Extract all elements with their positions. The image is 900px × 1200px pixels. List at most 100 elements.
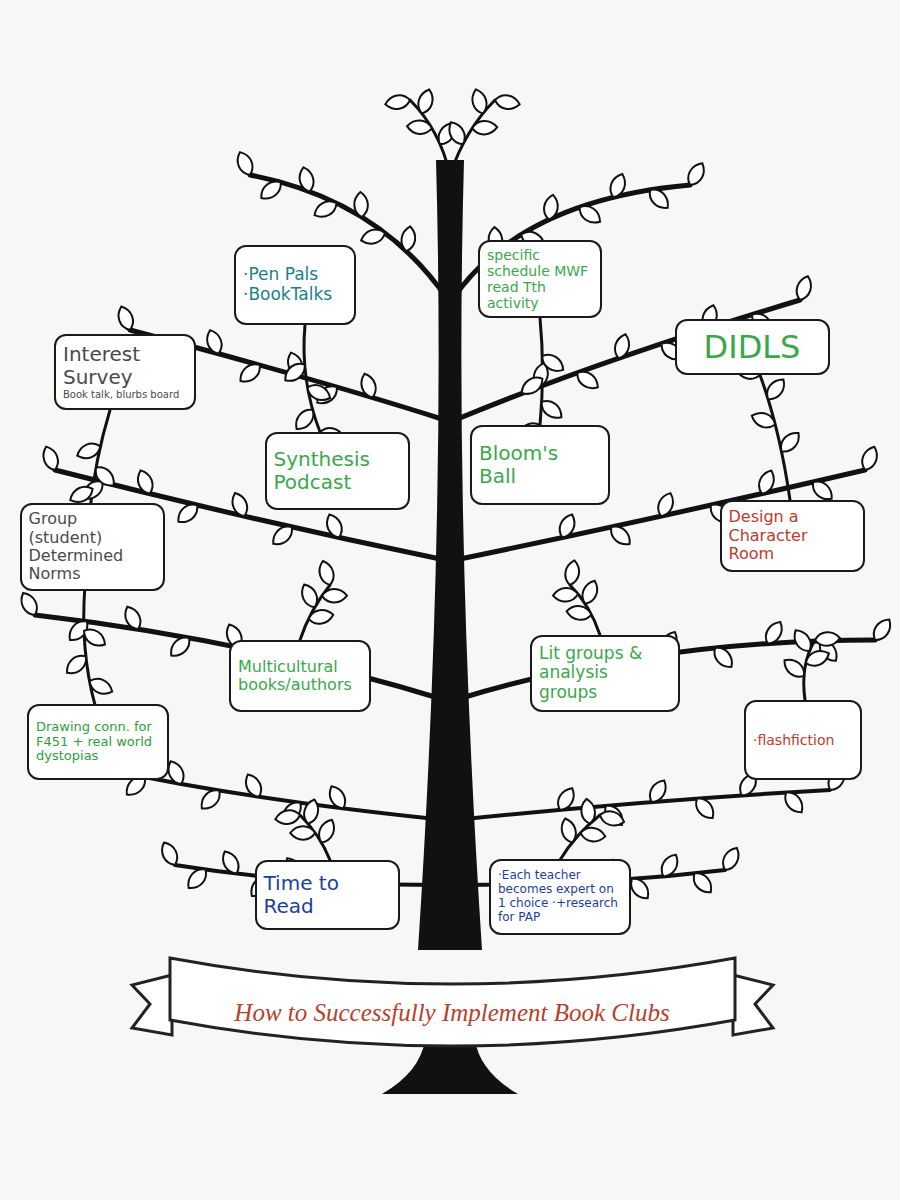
tree-leaf [539,350,567,375]
tree-leaf [311,197,339,221]
tree-leaf [749,409,777,430]
tree-leaf [763,375,789,403]
box-note: Book talk, blurbs board [63,389,187,401]
tree-leaf [384,93,411,111]
title-ribbon [170,958,735,1046]
tree-leaf [556,512,578,540]
tree-leaf [494,93,521,111]
box-text: Multicultural books/authors [238,658,362,695]
tree-trunk [418,160,482,950]
tree-base [382,1040,518,1094]
tree-leaf [87,675,115,698]
tree-leaf [326,783,350,811]
tree-leaf [719,845,743,873]
tree-leaf [689,869,716,897]
tree-leaf [204,328,225,356]
tree-box: Bloom's Ball [470,425,610,505]
box-text: Drawing conn. for F451 + real world dyst… [36,720,160,765]
tree-leaf [17,590,41,618]
tree-leaf [607,172,628,200]
tree-leaf [63,651,91,678]
box-text: ·flashfiction [753,732,853,748]
tree-box: ·Each teacher becomes expert on 1 choice… [489,859,631,935]
tree-leaf [655,491,677,519]
banner-title: How to Successfully Implement Book Clubs [234,999,669,1027]
tree-box: ·flashfiction [744,700,862,780]
tree-leaf [274,808,301,826]
tree-leaf [781,788,807,816]
tree-leaf [316,559,336,587]
tree-leaf [646,777,670,805]
tree-box: DIDLS [675,319,830,375]
tree-leaf [354,192,369,218]
tree-leaf [566,604,593,621]
tree-leaf [359,227,387,247]
tree-leaf [814,631,840,646]
box-text: Interest Survey [63,343,187,389]
box-text: Design a Character Room [729,508,856,563]
tree-leaf [236,360,264,386]
tree-box: Lit groups & analysis groups [530,635,680,712]
tree-leaf [305,381,333,404]
ribbon-tail [132,975,172,1035]
tree-leaf [80,625,108,650]
tree-box: Time to Read [255,860,400,930]
tree-leaf [869,616,894,644]
tree-leaf [307,608,334,625]
tree-leaf [794,274,815,302]
tree-leaf [257,177,285,203]
tree-box: ·Pen Pals ·BookTalks [234,245,356,325]
tree-leaf [684,160,708,188]
tree-leaf [563,559,581,586]
tree-leaf [776,428,803,455]
tree-leaf [115,304,136,332]
box-text: Lit groups & analysis groups [539,644,671,703]
tree-leaf [358,372,379,400]
tree-leaf [134,468,156,496]
tree-leaf [579,578,601,606]
tree-box: Drawing conn. for F451 + real world dyst… [27,704,169,780]
tree-leaf [542,194,559,221]
tree-leaf [469,88,489,116]
tree-leaf [91,463,118,490]
tree-leaf [301,798,320,826]
tree-leaf [158,840,181,868]
tree-leaf [184,865,211,893]
tree-leaf [219,848,243,876]
tree-leaf [580,798,597,825]
tree-leaf [859,444,881,472]
tree-leaf [415,88,435,116]
tree-leaf [121,604,144,632]
tree-leaf [756,468,778,496]
tree-box: Multicultural books/authors [229,640,371,712]
box-text: Synthesis Podcast [274,448,401,494]
tree-box: specific schedule MWF read Tth activity [478,240,602,318]
tree-leaf [645,185,672,212]
tree-leaf [576,202,604,227]
tree-leaf [323,512,345,540]
tree-leaf [400,225,417,252]
tree-leaf [174,500,202,527]
box-text: Group (student) Determined Norms [29,510,156,584]
ribbon-tail [733,975,773,1035]
tree-leaf [762,619,786,647]
tree-leaf [322,589,347,603]
box-text: specific schedule MWF read Tth activity [487,247,593,311]
tree-leaf [790,627,815,655]
tree-leaf [242,771,265,799]
tree-leaf [559,817,579,845]
tree-leaf [553,587,579,602]
box-text: ·Pen Pals ·BookTalks [243,265,347,304]
tree-leaf [297,166,316,194]
tree-leaf [281,359,309,385]
tree-leaf [298,582,321,610]
tree-leaf [580,826,607,843]
tree-leaf [598,809,626,829]
box-text: ·Each teacher becomes expert on 1 choice… [498,869,622,924]
tree-leaf [692,794,718,822]
tree-leaf [40,444,61,472]
tree-leaf [607,522,635,549]
tree-leaf [229,490,251,518]
box-text: Bloom's Ball [479,442,601,488]
tree-leaf [554,785,578,813]
